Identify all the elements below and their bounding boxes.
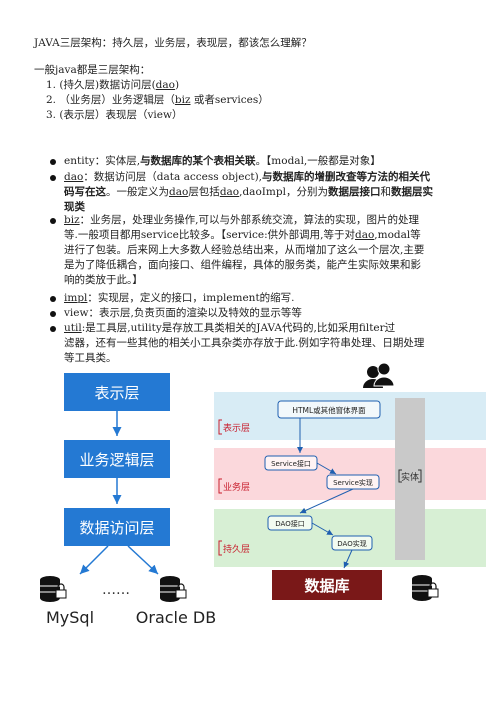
bullet-dot	[50, 218, 56, 224]
zone-label-presentation: 表示层	[218, 419, 250, 435]
numbered-item-2: 2. （业务层）业务逻辑层（biz 或者services）	[46, 94, 269, 106]
bullet-util-line2: 滤器，还有一些其他的相关小工具杂类亦存放于此.例如字符串处理、日期处理	[64, 337, 425, 349]
ellipsis-text: ……	[102, 582, 130, 598]
entity-label: 实体	[398, 469, 422, 483]
bullet-view: view：表示层,负责页面的渲染以及特效的显示等等	[64, 307, 302, 319]
layer-box-business-label: 业务逻辑层	[79, 451, 154, 469]
db-label-oracle: Oracle DB	[136, 608, 216, 627]
svg-text:实体: 实体	[401, 471, 419, 483]
svg-text:DAO接口: DAO接口	[275, 519, 304, 528]
layer-box-business: 业务逻辑层	[64, 440, 170, 478]
layer-box-presentation: 表示层	[64, 373, 170, 411]
bullet-biz-line2: 等.一般项目都用service比较多。【service:供外部调用,等于对dao…	[64, 229, 421, 241]
node-dao-interface: DAO接口	[267, 515, 313, 531]
numbered-item-3: 3. (表示层）表现层（view）	[46, 109, 183, 121]
layer-box-data-access-label: 数据访问层	[79, 519, 154, 537]
numbered-item-1: 1. (持久层)数据访问层(dao)	[46, 79, 180, 91]
svg-text:Service实现: Service实现	[333, 478, 373, 487]
database-box: 数据库	[272, 570, 382, 600]
svg-text:表示层: 表示层	[223, 422, 250, 434]
bullet-impl: impl：实现层，定义的接口，implement的缩写.	[64, 292, 295, 304]
bullet-dot	[50, 175, 56, 181]
bullet-entity: entity：实体层,与数据库的某个表相关联。【modal,一般都是对象】	[64, 155, 381, 167]
database-lock-icon	[412, 575, 439, 601]
bullet-biz-line1: biz：业务层，处理业务操作,可以与外部系统交流，算法的实现，图片的处理	[64, 214, 419, 226]
node-html-ui: HTML或其他窗体界面	[277, 400, 381, 419]
node-service-interface: Service接口	[264, 455, 318, 471]
intro-text: 一般java都是三层架构：	[34, 64, 151, 76]
bullet-dot	[50, 296, 56, 302]
bullet-dao-line2: 码写在这。一般定义为dao层包括dao,daoImpl，分别为数据层接口和数据层…	[64, 186, 433, 198]
node-service-impl: Service实现	[326, 474, 380, 490]
entity-column	[395, 398, 425, 560]
svg-text:DAO实现: DAO实现	[337, 539, 366, 548]
zone-business	[214, 448, 486, 500]
layer-box-data-access: 数据访问层	[64, 508, 170, 546]
bullet-dot	[50, 159, 56, 165]
svg-text:业务层: 业务层	[223, 481, 250, 493]
bullet-dot	[50, 311, 56, 317]
svg-text:持久层: 持久层	[223, 543, 250, 555]
bullet-util-line3: 等工具类。	[64, 352, 117, 364]
bullet-dao-line1: dao：数据访问层（data access object),与数据库的增删改查等…	[64, 171, 431, 183]
bullet-biz-line4: 是为了降低耦合，面向接口、组件编程，具体的服务类，能产生实际效果和影	[64, 259, 421, 271]
users-icon	[363, 362, 395, 388]
zone-label-persistence: 持久层	[218, 540, 250, 556]
bullet-dao-line3: 现类	[64, 201, 85, 213]
bullet-biz-line5: 响的类放于此。】	[64, 274, 143, 286]
bullet-util-line1: util:是工具层,utility是存放工具类相关的JAVA代码的,比如采用fi…	[64, 322, 396, 334]
database-lock-icon	[160, 576, 187, 602]
bullet-dot	[50, 326, 56, 332]
zone-label-business: 业务层	[218, 478, 250, 494]
svg-text:数据库: 数据库	[304, 577, 349, 595]
node-dao-impl: DAO实现	[331, 535, 373, 551]
bullet-biz-line3: 进行了包装。后来网上大多数人经验总结出来，从而增加了这么一个层次,主要	[64, 244, 425, 256]
layer-box-presentation-label: 表示层	[94, 384, 139, 402]
page-title: JAVA三层架构：持久层，业务层，表现层，都该怎么理解？	[34, 37, 312, 49]
svg-text:HTML或其他窗体界面: HTML或其他窗体界面	[292, 405, 366, 415]
database-lock-icon	[40, 576, 67, 602]
svg-text:Service接口: Service接口	[271, 459, 311, 468]
db-label-mysql: MySql	[46, 608, 94, 627]
